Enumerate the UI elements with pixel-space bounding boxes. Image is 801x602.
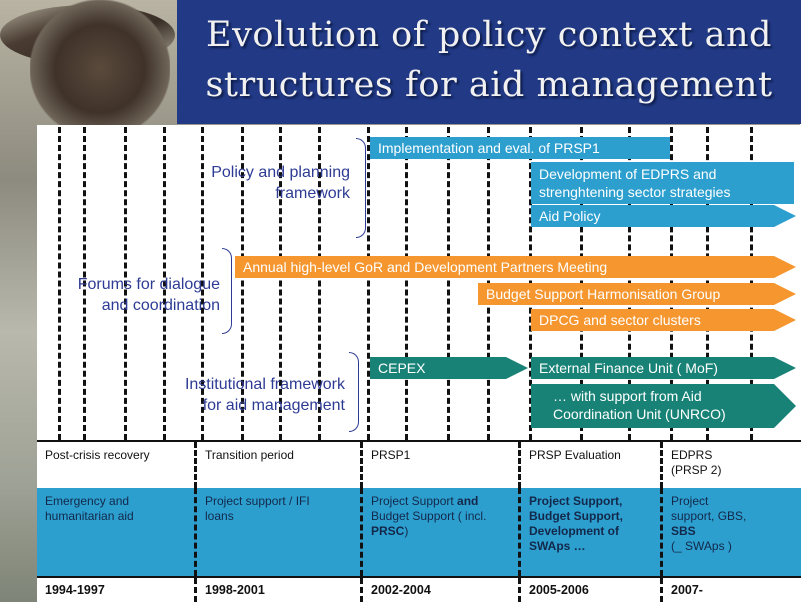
support-cell: Project support / IFI loans xyxy=(197,488,363,576)
year-cell: 1998-2001 xyxy=(197,578,363,602)
arrow-edprs-development: Development of EDPRS and strenghtening s… xyxy=(531,162,794,204)
phase-cell: EDPRS (PRSP 2) xyxy=(671,448,722,477)
arrow-dpcg-clusters: DPCG and sector clusters xyxy=(531,309,796,331)
group-label-policy: Policy and planning framework xyxy=(211,164,350,202)
timeline-guide xyxy=(83,127,86,440)
arrow-aid-policy: Aid Policy xyxy=(531,205,796,227)
support-text-bold: PRSC xyxy=(371,524,405,538)
arrow-annual-meeting: Annual high-level GoR and Development Pa… xyxy=(235,256,796,278)
support-text-bold: SBS xyxy=(671,524,696,538)
group-label-forums: Forums for dialogue and coordination xyxy=(77,276,220,314)
year-cell: 2005-2006 xyxy=(521,578,663,602)
support-cell: Emergency and humanitarian aid xyxy=(37,488,197,576)
brace-forums xyxy=(222,248,232,334)
arrow-budget-support-group: Budget Support Harmonisation Group xyxy=(478,283,796,305)
arrow-unrco-support: … with support from Aid Coordination Uni… xyxy=(531,384,796,428)
timeline-guide xyxy=(367,127,370,440)
timeline-guide xyxy=(124,127,127,440)
support-text: Budget Support ( incl. xyxy=(371,509,487,523)
year-cell: 2007- xyxy=(671,583,703,597)
support-cell: Project Support, Budget Support, Develop… xyxy=(521,488,663,576)
arrow-external-finance-unit: External Finance Unit ( MoF) xyxy=(531,357,796,379)
support-text: Project Support xyxy=(371,494,458,508)
timeline-guide xyxy=(163,127,166,440)
phase-cell: Transition period xyxy=(197,442,363,488)
phase-cell: PRSP1 xyxy=(363,442,521,488)
phase-row: Post-crisis recovery Transition period P… xyxy=(37,440,801,488)
phase-cell: Post-crisis recovery xyxy=(37,442,197,488)
arrow-prsp1-implementation: Implementation and eval. of PRSP1 xyxy=(370,137,670,159)
title-banner: Evolution of policy context and structur… xyxy=(177,0,801,124)
timeline-guide xyxy=(58,127,61,440)
timeline-guide xyxy=(405,127,408,440)
support-row: Emergency and humanitarian aid Project s… xyxy=(37,488,801,576)
years-row: 1994-1997 1998-2001 2002-2004 2005-2006 … xyxy=(37,576,801,602)
timeline-guide xyxy=(447,127,450,440)
support-text-bold: and xyxy=(457,494,479,508)
timeline-guide xyxy=(318,127,321,440)
timeline-guide xyxy=(279,127,282,440)
phase-cell: PRSP Evaluation xyxy=(521,442,663,488)
brace-policy xyxy=(356,138,366,238)
slide-title: Evolution of policy context and structur… xyxy=(205,15,773,105)
photo-child-face xyxy=(30,0,170,125)
year-cell: 2002-2004 xyxy=(363,578,521,602)
timeline-guide xyxy=(201,127,204,440)
year-cell: 1994-1997 xyxy=(37,578,197,602)
support-text: (_ SWAps ) xyxy=(671,539,732,553)
group-label-institutional: Institutional framework for aid manageme… xyxy=(184,376,345,414)
support-text: Project support, GBS, xyxy=(671,494,747,523)
support-cell: Project Support and Budget Support ( inc… xyxy=(363,488,521,576)
brace-institutional xyxy=(349,352,359,432)
phase-table: Post-crisis recovery Transition period P… xyxy=(37,440,801,602)
support-text: ) xyxy=(404,524,409,538)
support-cell: Project support, GBS, SBS (_ SWAps ) xyxy=(663,488,801,576)
timeline-guide xyxy=(241,127,244,440)
arrow-cepex: CEPEX xyxy=(370,357,528,379)
